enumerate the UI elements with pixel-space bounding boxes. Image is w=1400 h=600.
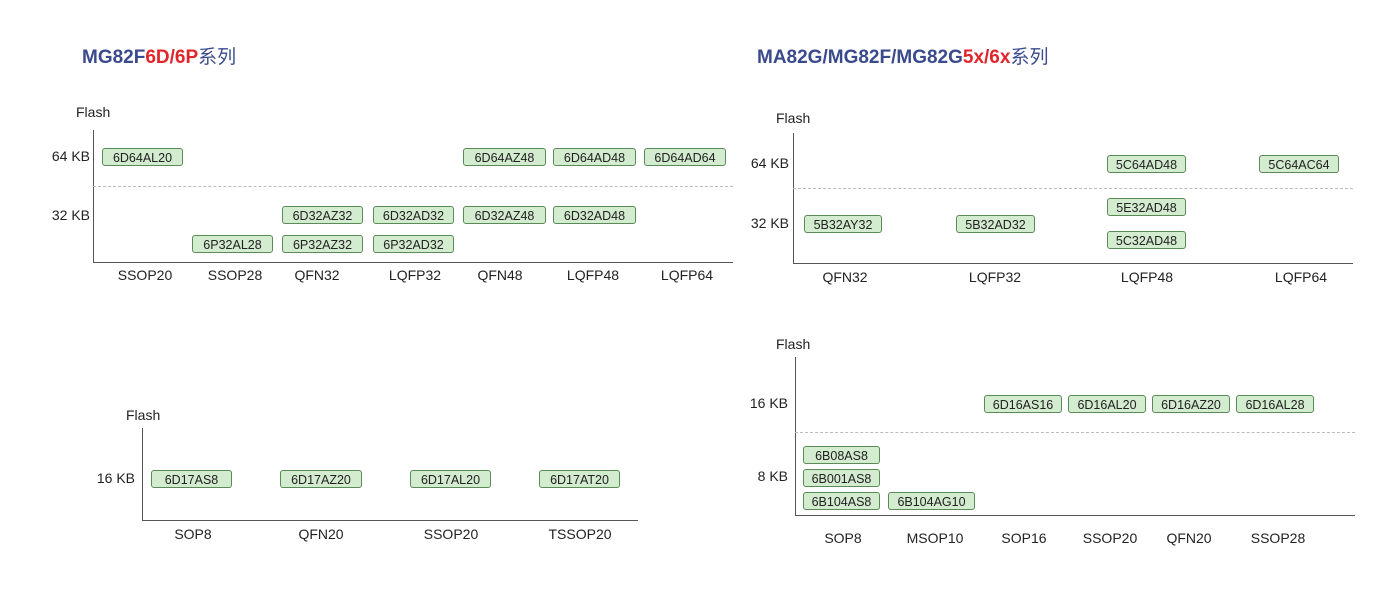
chip-6p32az32[interactable]: 6P32AZ32 — [282, 235, 363, 253]
x-label-sop8: SOP8 — [824, 530, 862, 546]
chip-6d16az20[interactable]: 6D16AZ20 — [1152, 395, 1230, 413]
chip-5c64ac64[interactable]: 5C64AC64 — [1259, 155, 1339, 173]
y-label-16kb: 16 KB — [96, 470, 135, 486]
x-label-lqfp32: LQFP32 — [388, 267, 442, 283]
y-label-32kb: 32 KB — [750, 215, 789, 231]
chip-6d32ad48[interactable]: 6D32AD48 — [553, 206, 636, 224]
chip-6d16al20[interactable]: 6D16AL20 — [1068, 395, 1146, 413]
y-label-64kb: 64 KB — [750, 155, 789, 171]
y-label-16kb: 16 KB — [749, 395, 788, 411]
x-label-ssop20: SSOP20 — [1082, 530, 1138, 546]
x-label-qfn32: QFN32 — [822, 269, 868, 285]
capacity-divider — [793, 188, 1353, 189]
title-part-highlight: 5x/6x — [962, 47, 1011, 68]
chip-6d32az48[interactable]: 6D32AZ48 — [463, 206, 546, 224]
x-axis — [793, 263, 1353, 264]
chip-5b32ad32[interactable]: 5B32AD32 — [956, 215, 1035, 233]
chip-6d64al20[interactable]: 6D64AL20 — [102, 148, 183, 166]
chip-6d17at20[interactable]: 6D17AT20 — [539, 470, 620, 488]
x-label-qfn20: QFN20 — [298, 526, 344, 542]
x-label-ssop28: SSOP28 — [207, 267, 263, 283]
x-label-sop16: SOP16 — [1001, 530, 1047, 546]
chip-6d16al28[interactable]: 6D16AL28 — [1236, 395, 1314, 413]
x-label-ssop28: SSOP28 — [1250, 530, 1306, 546]
chip-6b104ag10[interactable]: 6B104AG10 — [888, 492, 975, 510]
chip-6b001as8[interactable]: 6B001AS8 — [803, 469, 880, 487]
y-axis — [793, 133, 794, 264]
x-label-lqfp64: LQFP64 — [1274, 269, 1328, 285]
x-label-ssop20: SSOP20 — [117, 267, 173, 283]
chip-6d16as16[interactable]: 6D16AS16 — [984, 395, 1062, 413]
y-label-8kb: 8 KB — [757, 468, 788, 484]
x-label-ssop20: SSOP20 — [423, 526, 479, 542]
title-part-model: MG82F — [82, 47, 146, 68]
x-label-sop8: SOP8 — [174, 526, 212, 542]
y-label-64kb: 64 KB — [51, 148, 90, 164]
panel-title-ma82g-mg82f-mg82g-5x-6x: MA82G/MG82F/MG82G5x/6x系列 — [757, 42, 1048, 69]
y-axis — [795, 357, 796, 516]
x-label-lqfp48: LQFP48 — [566, 267, 620, 283]
y-label-32kb: 32 KB — [51, 207, 90, 223]
x-label-qfn32: QFN32 — [294, 267, 340, 283]
chip-5c32ad48[interactable]: 5C32AD48 — [1107, 231, 1186, 249]
chip-6b08as8[interactable]: 6B08AS8 — [803, 446, 880, 464]
chip-6p32al28[interactable]: 6P32AL28 — [192, 235, 273, 253]
chip-6d17az20[interactable]: 6D17AZ20 — [280, 470, 362, 488]
x-label-lqfp32: LQFP32 — [968, 269, 1022, 285]
x-label-lqfp48: LQFP48 — [1120, 269, 1174, 285]
chip-6p32ad32[interactable]: 6P32AD32 — [373, 235, 454, 253]
flash-axis-label: Flash — [776, 110, 811, 126]
chip-6d17al20[interactable]: 6D17AL20 — [410, 470, 491, 488]
chip-6b104as8[interactable]: 6B104AS8 — [803, 492, 880, 510]
capacity-divider — [795, 432, 1355, 433]
chip-6d17as8[interactable]: 6D17AS8 — [151, 470, 232, 488]
flash-axis-label: Flash — [76, 104, 111, 120]
flash-axis-label: Flash — [776, 336, 811, 352]
chip-5e32ad48[interactable]: 5E32AD48 — [1107, 198, 1186, 216]
x-label-qfn20: QFN20 — [1166, 530, 1212, 546]
x-label-msop10: MSOP10 — [906, 530, 964, 546]
x-label-lqfp64: LQFP64 — [660, 267, 714, 283]
chip-5b32ay32[interactable]: 5B32AY32 — [804, 215, 882, 233]
panel-title-mg82f-6d-6p: MG82F6D/6P系列 — [82, 42, 236, 69]
chip-6d64ad48[interactable]: 6D64AD48 — [553, 148, 636, 166]
x-axis — [93, 262, 733, 263]
capacity-divider — [93, 186, 733, 187]
x-axis — [142, 520, 638, 521]
chip-6d32ad32[interactable]: 6D32AD32 — [373, 206, 454, 224]
x-axis — [795, 515, 1355, 516]
chip-5c64ad48[interactable]: 5C64AD48 — [1107, 155, 1186, 173]
title-part-series: 系列 — [198, 46, 237, 68]
chip-6d64az48[interactable]: 6D64AZ48 — [463, 148, 546, 166]
flash-axis-label: Flash — [126, 407, 161, 423]
chip-6d64ad64[interactable]: 6D64AD64 — [644, 148, 726, 166]
x-label-tssop20: TSSOP20 — [548, 526, 612, 542]
y-axis — [142, 428, 143, 521]
title-part-series: 系列 — [1010, 46, 1049, 68]
y-axis — [93, 130, 94, 263]
chip-6d32az32[interactable]: 6D32AZ32 — [282, 206, 363, 224]
title-part-highlight: 6D/6P — [145, 47, 199, 68]
title-part-model: MA82G/MG82F/MG82G — [757, 47, 963, 68]
x-label-qfn48: QFN48 — [477, 267, 523, 283]
